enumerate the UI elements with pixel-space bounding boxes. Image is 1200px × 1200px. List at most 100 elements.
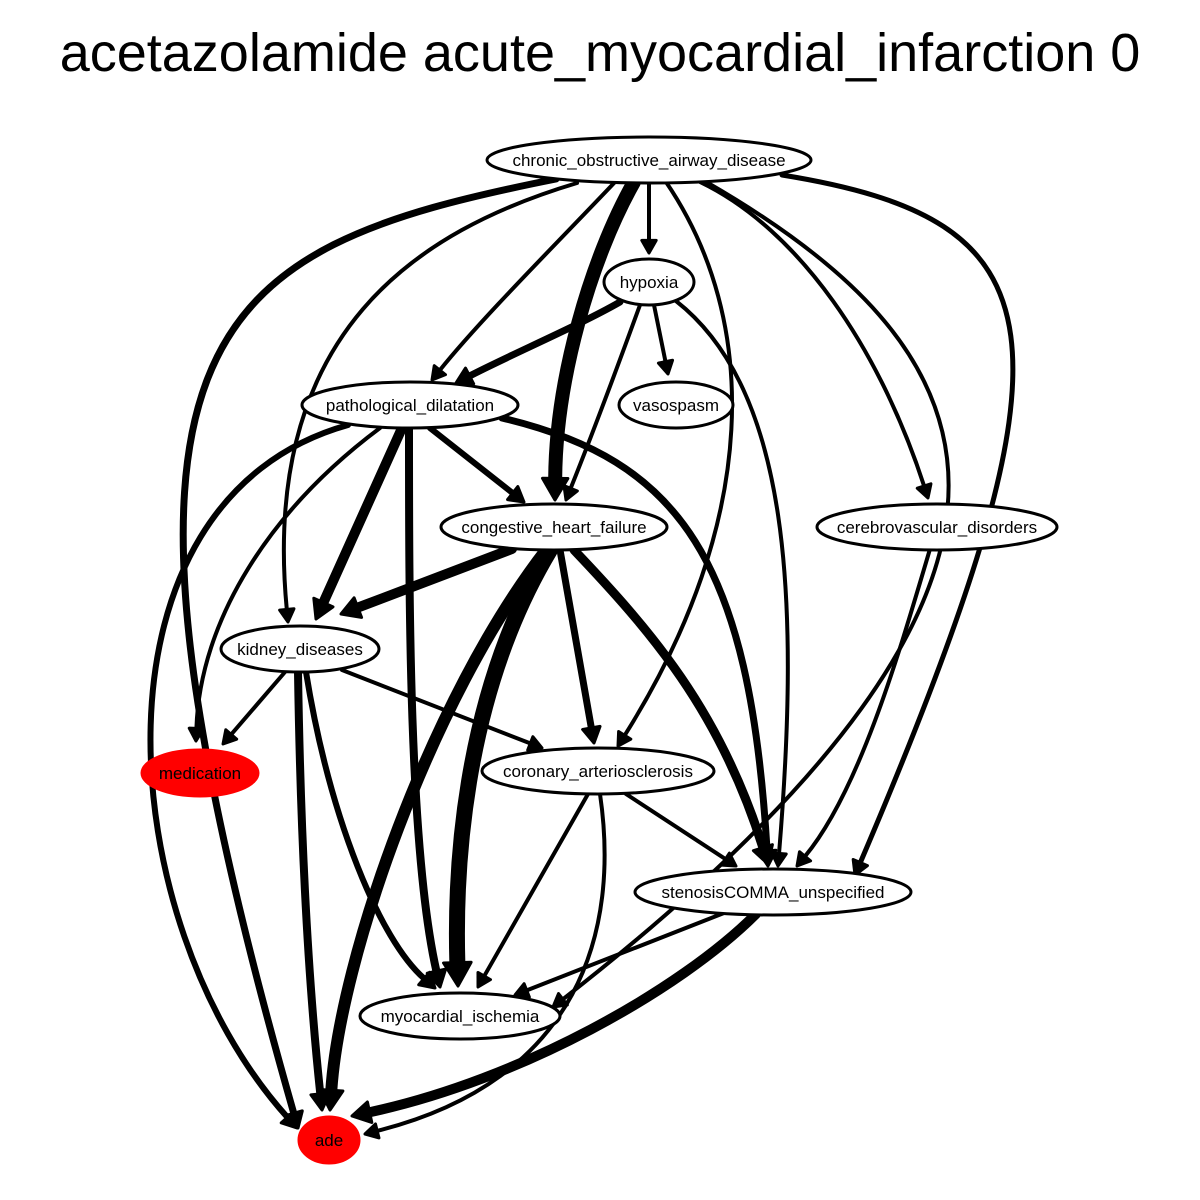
edge-hypoxia-patho — [454, 298, 624, 386]
arrowhead — [187, 726, 206, 743]
edge-line — [698, 180, 927, 489]
arrowhead — [417, 970, 437, 990]
arrowhead — [442, 960, 473, 988]
node-kidney[interactable]: kidney_diseases — [219, 624, 381, 674]
node-label: vasospasm — [633, 396, 719, 415]
arrowhead — [513, 982, 531, 999]
node-label: congestive_heart_failure — [461, 518, 646, 537]
edge-line — [340, 668, 533, 746]
edge-kidney-coro — [340, 668, 544, 752]
edge-line — [294, 668, 325, 1098]
arrowhead — [278, 607, 296, 624]
edge-copd-chf — [540, 175, 641, 502]
edge-line — [405, 424, 441, 976]
arrowhead — [581, 724, 602, 745]
node-shape — [219, 624, 381, 674]
edge-line — [448, 542, 558, 971]
node-label: cerebrovascular_disorders — [837, 518, 1037, 537]
node-shape — [297, 1115, 361, 1165]
node-cereb[interactable]: cerebrovascular_disorders — [815, 502, 1059, 552]
edge-line — [556, 546, 595, 732]
arrowhead — [851, 858, 869, 877]
arrowhead — [350, 1100, 374, 1124]
nodes-layer: chronic_obstructive_airway_diseasehypoxi… — [140, 135, 1059, 1165]
edge-coro-ade — [363, 792, 607, 1140]
node-shape — [140, 748, 260, 798]
edge-line — [803, 547, 932, 859]
edge-patho-med — [187, 426, 382, 743]
arrowhead — [339, 596, 364, 619]
edge-line — [498, 414, 771, 855]
node-shape — [485, 135, 813, 185]
edge-sten-ade — [350, 909, 761, 1124]
edge-line — [652, 303, 668, 364]
node-patho[interactable]: pathological_dilatation — [300, 380, 520, 430]
edge-hypoxia-vaso — [652, 303, 675, 376]
edge-coro-sten — [624, 792, 738, 868]
node-label: coronary_arteriosclerosis — [503, 762, 693, 781]
edge-kidney-isch — [303, 669, 437, 990]
arrowhead — [221, 728, 239, 746]
page-title: acetazolamide acute_myocardial_infarctio… — [59, 23, 1141, 83]
edge-line — [194, 426, 382, 731]
arrowhead — [454, 366, 476, 386]
edge-copd-hypoxia — [640, 181, 658, 255]
edge-line — [569, 545, 768, 853]
edge-line — [427, 425, 516, 497]
edge-line — [318, 423, 407, 608]
arrowhead — [915, 482, 933, 500]
arrowhead — [562, 484, 579, 502]
node-chf[interactable]: congestive_heart_failure — [439, 502, 669, 552]
edge-patho-ade — [147, 422, 351, 1130]
node-copd[interactable]: chronic_obstructive_airway_disease — [485, 135, 813, 185]
edge-patho-kidney — [312, 423, 407, 621]
edge-patho-sten — [498, 414, 778, 868]
edge-copd-patho — [430, 180, 617, 382]
node-label: medication — [159, 764, 241, 783]
node-hypoxia[interactable]: hypoxia — [602, 257, 696, 307]
node-ade[interactable]: ade — [297, 1115, 361, 1165]
edge-copd-coro — [616, 180, 734, 748]
edge-line — [674, 299, 790, 856]
node-label: chronic_obstructive_airway_disease — [512, 151, 785, 170]
edge-line — [179, 175, 560, 1117]
edge-kidney-ade — [294, 668, 332, 1112]
node-shape — [602, 257, 696, 307]
edge-kidney-med — [221, 670, 287, 746]
edge-coro-isch — [476, 792, 590, 989]
edge-line — [524, 911, 726, 993]
arrowhead — [616, 730, 633, 748]
arrowhead — [506, 485, 526, 504]
edge-line — [281, 181, 579, 612]
arrowhead — [640, 238, 658, 255]
node-label: myocardial_ischemia — [381, 1007, 540, 1026]
node-label: kidney_diseases — [237, 640, 363, 659]
edge-cereb-sten — [795, 547, 932, 868]
node-isch[interactable]: myocardial_ischemia — [358, 991, 562, 1041]
arrowhead — [312, 596, 335, 621]
edge-hypoxia-sten — [674, 299, 790, 868]
arrowhead — [656, 358, 675, 376]
node-label: stenosisCOMMA_unspecified — [662, 883, 885, 902]
node-coro[interactable]: coronary_arteriosclerosis — [480, 746, 716, 796]
node-med[interactable]: medication — [140, 748, 260, 798]
arrowhead — [795, 850, 813, 868]
edge-hypoxia-chf — [562, 303, 642, 502]
node-shape — [633, 867, 913, 917]
arrowhead — [309, 1091, 332, 1112]
edge-line — [437, 180, 617, 373]
node-shape — [300, 380, 520, 430]
edge-chf-coro — [556, 546, 602, 745]
node-label: pathological_dilatation — [326, 396, 494, 415]
node-sten[interactable]: stenosisCOMMA_unspecified — [633, 867, 913, 917]
arrowhead — [430, 364, 447, 382]
node-vaso[interactable]: vasospasm — [617, 380, 735, 430]
arrowhead — [720, 851, 738, 868]
node-shape — [480, 746, 716, 796]
edge-chf-isch — [442, 542, 558, 988]
arrowhead — [551, 992, 569, 1009]
edge-line — [624, 792, 728, 862]
edge-copd-kidney — [278, 181, 579, 624]
edge-copd-cereb — [698, 180, 933, 500]
